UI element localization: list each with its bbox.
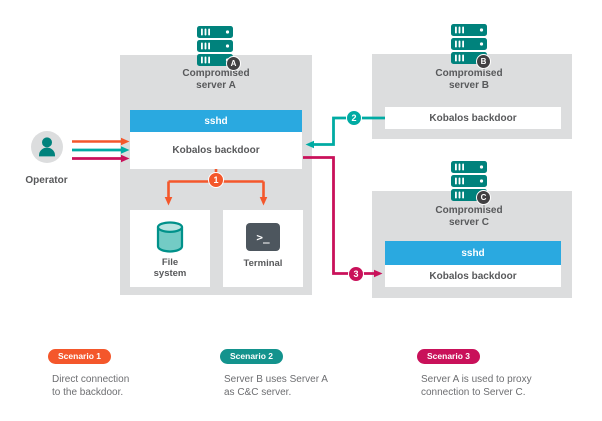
- file-system-label: File system: [153, 257, 187, 279]
- legend-scenario-3: Scenario 3 Server A is used to proxy con…: [417, 346, 532, 399]
- server-a-badge: A: [226, 56, 241, 71]
- database-cylinder-icon: [155, 221, 185, 253]
- server-c-badge: C: [476, 190, 491, 205]
- file-system-box: File system: [130, 210, 210, 287]
- server-b-backdoor-bar: Kobalos backdoor: [385, 107, 561, 129]
- server-a-title: Compromised server A: [182, 68, 250, 91]
- legend-scenario-1: Scenario 1 Direct connection to the back…: [48, 346, 129, 399]
- flow-badge-1: 1: [208, 172, 224, 188]
- server-c-sshd-bar: sshd: [385, 241, 561, 265]
- scenario-3-description: Server A is used to proxy connection to …: [421, 374, 532, 398]
- legend-scenario-2: Scenario 2 Server B uses Server A as C&C…: [220, 346, 328, 399]
- server-a-sshd-bar: sshd: [130, 110, 302, 132]
- scenario-2-pill: Scenario 2: [220, 349, 283, 364]
- scenario-1-pill: Scenario 1: [48, 349, 111, 364]
- flow-badge-3: 3: [348, 266, 364, 282]
- server-c-backdoor-bar: Kobalos backdoor: [385, 265, 561, 287]
- terminal-icon: >_: [246, 223, 280, 251]
- operator-label: Operator: [25, 175, 68, 186]
- serverA-to-serverC-route: [303, 156, 383, 278]
- server-b-title: Compromised server B: [435, 68, 503, 91]
- server-a-backdoor-bar: Kobalos backdoor: [130, 132, 302, 169]
- scenario-2-description: Server B uses Server A as C&C server.: [224, 374, 328, 398]
- scenario-3-pill: Scenario 3: [417, 349, 480, 364]
- scenario-1-description: Direct connection to the backdoor.: [52, 374, 130, 398]
- person-icon: [31, 131, 63, 163]
- operator: Operator: [3, 131, 90, 186]
- flow-badge-2: 2: [346, 110, 362, 126]
- terminal-box: >_ Terminal: [223, 210, 303, 287]
- terminal-label: Terminal: [243, 258, 283, 269]
- server-b-badge: B: [476, 54, 491, 69]
- server-c-title: Compromised server C: [435, 205, 503, 228]
